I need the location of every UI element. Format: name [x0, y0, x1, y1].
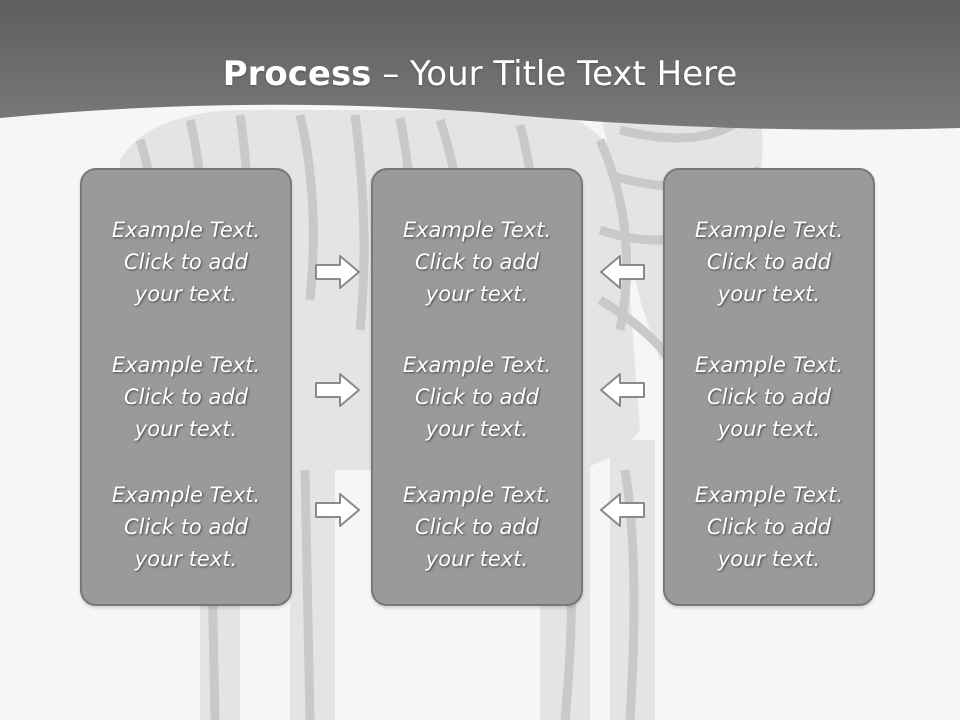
text-line: your text.	[134, 417, 238, 441]
left-arrow-icon	[600, 373, 645, 407]
text-line: your text.	[425, 417, 529, 441]
title-bold: Process	[222, 54, 372, 94]
text-placeholder[interactable]: Example Text. Click to add your text.	[665, 479, 873, 575]
text-placeholder[interactable]: Example Text. Click to add your text.	[373, 479, 581, 575]
text-line: Click to add	[414, 515, 539, 539]
text-placeholder[interactable]: Example Text. Click to add your text.	[373, 349, 581, 445]
text-line: Example Text.	[694, 218, 844, 242]
text-line: Click to add	[123, 250, 248, 274]
text-line: Example Text.	[694, 353, 844, 377]
right-arrow-icon	[315, 373, 360, 407]
text-line: Click to add	[123, 515, 248, 539]
text-line: Example Text.	[402, 483, 552, 507]
title-rest: – Your Title Text Here	[371, 54, 738, 94]
text-placeholder[interactable]: Example Text. Click to add your text.	[82, 214, 290, 310]
text-line: Example Text.	[111, 218, 261, 242]
right-arrow-icon	[315, 255, 360, 289]
process-panel-left[interactable]: Example Text. Click to add your text. Ex…	[80, 168, 292, 606]
text-line: Click to add	[706, 250, 831, 274]
text-line: your text.	[134, 547, 238, 571]
text-line: your text.	[425, 282, 529, 306]
text-line: Click to add	[706, 515, 831, 539]
text-line: Example Text.	[111, 483, 261, 507]
left-arrow-icon	[600, 493, 645, 527]
text-line: Click to add	[414, 250, 539, 274]
text-line: Example Text.	[694, 483, 844, 507]
text-line: Example Text.	[402, 218, 552, 242]
text-line: your text.	[717, 547, 821, 571]
text-placeholder[interactable]: Example Text. Click to add your text.	[373, 214, 581, 310]
text-line: Example Text.	[111, 353, 261, 377]
page-title: Process – Your Title Text Here	[0, 52, 960, 96]
text-line: your text.	[717, 417, 821, 441]
text-placeholder[interactable]: Example Text. Click to add your text.	[665, 349, 873, 445]
text-placeholder[interactable]: Example Text. Click to add your text.	[665, 214, 873, 310]
left-arrow-icon	[600, 255, 645, 289]
text-line: Example Text.	[402, 353, 552, 377]
text-placeholder[interactable]: Example Text. Click to add your text.	[82, 479, 290, 575]
text-line: Click to add	[123, 385, 248, 409]
text-line: your text.	[134, 282, 238, 306]
header-band	[0, 0, 960, 130]
process-panel-center[interactable]: Example Text. Click to add your text. Ex…	[371, 168, 583, 606]
text-line: your text.	[425, 547, 529, 571]
right-arrow-icon	[315, 493, 360, 527]
process-panel-right[interactable]: Example Text. Click to add your text. Ex…	[663, 168, 875, 606]
text-line: your text.	[717, 282, 821, 306]
text-line: Click to add	[414, 385, 539, 409]
text-line: Click to add	[706, 385, 831, 409]
text-placeholder[interactable]: Example Text. Click to add your text.	[82, 349, 290, 445]
